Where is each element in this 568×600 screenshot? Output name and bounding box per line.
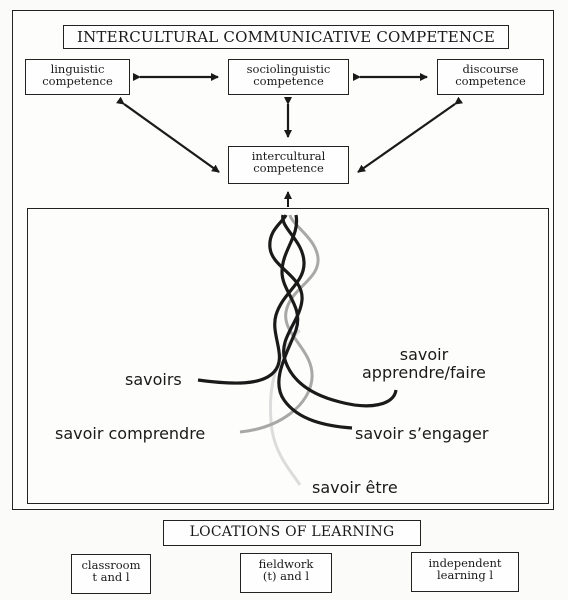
savoir-apprendre-label: savoir apprendre/faire xyxy=(362,345,486,383)
sociolinguistic-competence-box: sociolinguistic competence xyxy=(228,59,349,95)
intercultural-competence-label: competence xyxy=(253,161,324,176)
linguistic-label: linguistic xyxy=(50,62,105,76)
sociolinguistic-label: sociolinguistic xyxy=(246,62,331,76)
strand-savoir-sengager xyxy=(277,214,353,430)
savoir-apprendre-line1: savoir xyxy=(399,345,449,364)
linguistic-competence-label: competence xyxy=(42,74,113,89)
independent-learning-box: independent learning l xyxy=(411,552,519,592)
arrow-discourse-intercultural xyxy=(357,96,464,173)
savoir-apprendre-line2: apprendre/faire xyxy=(362,363,486,383)
independent-label: independent xyxy=(428,556,502,570)
arrow-linguistic-intercultural xyxy=(115,96,220,173)
fieldwork-sub-label: (t) and l xyxy=(262,569,310,584)
strand-savoir-comprendre xyxy=(239,214,320,434)
classroom-label: classroom xyxy=(81,558,141,572)
classroom-sub-label: t and l xyxy=(92,570,130,585)
savoir-comprendre-label: savoir comprendre xyxy=(55,424,206,443)
intercultural-competence-box: intercultural competence xyxy=(228,146,349,184)
classroom-box: classroom t and l xyxy=(71,554,151,594)
discourse-label: discourse xyxy=(462,62,519,76)
independent-sub-label: learning l xyxy=(436,568,494,583)
discourse-competence-label: competence xyxy=(455,74,526,89)
linguistic-competence-box: linguistic competence xyxy=(25,59,130,95)
intercultural-label: intercultural xyxy=(251,149,326,163)
locations-title: LOCATIONS OF LEARNING xyxy=(163,520,421,546)
strand-savoir-apprendre-faire xyxy=(268,214,398,408)
strands-panel xyxy=(27,208,549,504)
discourse-competence-box: discourse competence xyxy=(437,59,544,95)
fieldwork-label: fieldwork xyxy=(258,557,314,571)
savoir-etre-label: savoir être xyxy=(312,478,398,497)
diagram-title: INTERCULTURAL COMMUNICATIVE COMPETENCE xyxy=(63,25,509,49)
savoirs-label: savoirs xyxy=(125,370,182,389)
strand-savoirs xyxy=(197,214,306,385)
fieldwork-box: fieldwork (t) and l xyxy=(240,553,332,593)
savoir-sengager-label: savoir s’engager xyxy=(355,424,489,443)
sociolinguistic-competence-label: competence xyxy=(253,74,324,89)
